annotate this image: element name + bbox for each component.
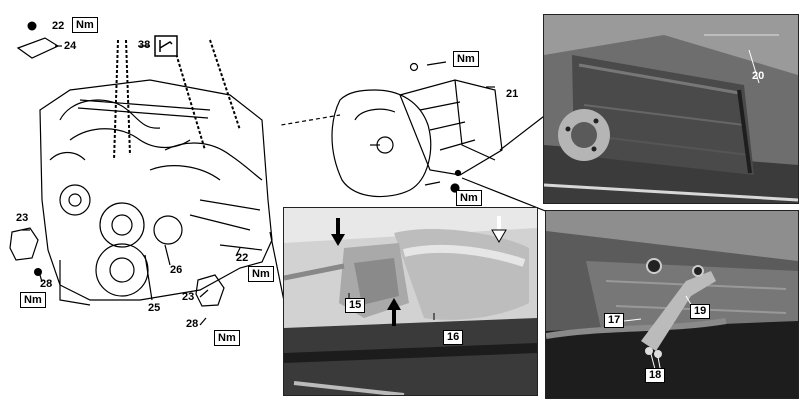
torque-badge: Nm bbox=[72, 17, 98, 33]
callout-22-top: 22 bbox=[52, 20, 65, 32]
callout-18: 18 bbox=[645, 368, 666, 383]
photo-bottom-right-image bbox=[546, 211, 798, 398]
torque-badge: Nm bbox=[20, 292, 46, 308]
callout-15: 15 bbox=[345, 298, 366, 313]
callout-23-left: 23 bbox=[16, 212, 29, 224]
torque-badge: Nm bbox=[214, 330, 240, 346]
engine-diagram bbox=[0, 0, 290, 415]
torque-badge: Nm bbox=[456, 190, 482, 206]
photo-top-right-image bbox=[544, 15, 798, 203]
callout-25: 25 bbox=[148, 302, 161, 314]
callout-23-right: 23 bbox=[182, 291, 195, 303]
callout-19: 19 bbox=[690, 304, 711, 319]
photo-bottom-middle bbox=[283, 207, 538, 396]
photo-bottom-middle-image bbox=[284, 208, 537, 395]
photo-top-right bbox=[543, 14, 799, 204]
callout-26: 26 bbox=[170, 264, 183, 276]
photo-bottom-right bbox=[545, 210, 799, 399]
callout-21: 21 bbox=[506, 88, 519, 100]
torque-badge: Nm bbox=[248, 266, 274, 282]
gearbox-diagram bbox=[280, 40, 540, 210]
callout-16: 16 bbox=[443, 330, 464, 345]
callout-24: 24 bbox=[64, 40, 77, 52]
callout-28-left: 28 bbox=[40, 278, 53, 290]
gearbox-drawing bbox=[280, 61, 503, 198]
callout-38: 38 bbox=[138, 39, 151, 51]
callout-17: 17 bbox=[604, 313, 625, 328]
torque-badge: Nm bbox=[453, 51, 479, 67]
engine-drawing bbox=[9, 21, 273, 326]
callout-20: 20 bbox=[752, 70, 765, 82]
callout-22-bottom: 22 bbox=[236, 252, 249, 264]
callout-28-right: 28 bbox=[186, 318, 199, 330]
